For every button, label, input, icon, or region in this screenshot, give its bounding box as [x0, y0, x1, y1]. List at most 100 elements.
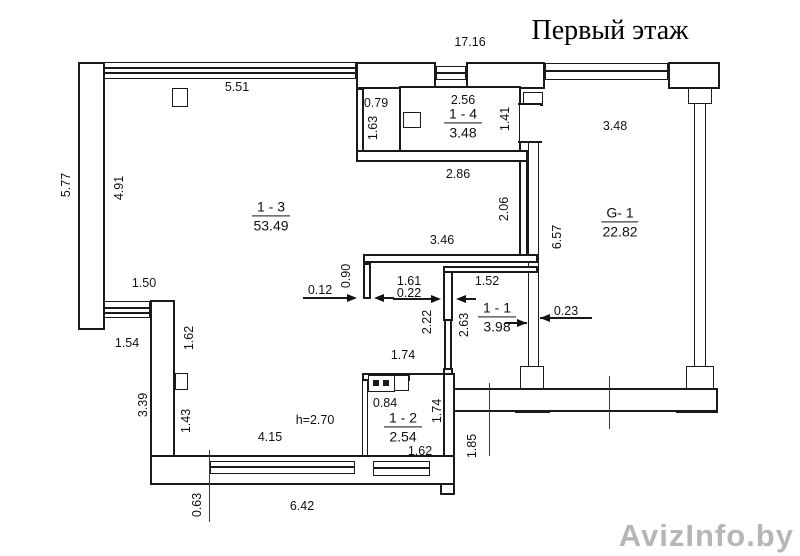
- arrow-right-icon: [517, 319, 527, 327]
- wall-below-1-4: [356, 150, 528, 162]
- window-bottom: [210, 461, 355, 474]
- dim-room12-top: 0.84: [372, 395, 398, 410]
- stove-burner-icon: [373, 380, 379, 386]
- arrow-left-icon: [540, 314, 550, 322]
- dim-niche-height: 1.63: [365, 115, 380, 141]
- arrow-left-icon: [456, 295, 466, 303]
- duct-left-wall: [175, 373, 188, 390]
- door-opening-1-4: [520, 104, 540, 142]
- room-number: G- 1: [601, 204, 639, 223]
- window-pane-line: [105, 312, 149, 314]
- duct-room-1-4: [403, 112, 421, 128]
- dim-g1-left-wall: 6.57: [549, 224, 564, 250]
- dim-room11-top: 1.52: [474, 273, 500, 288]
- dim-line: [464, 298, 476, 300]
- room-label-1-2: 1 - 2 2.54: [383, 409, 423, 445]
- dim-line: [382, 297, 394, 299]
- dim-r13-bottom: 3.46: [429, 232, 455, 247]
- window-top-middle: [436, 66, 466, 80]
- dim-hall-top: 1.61: [396, 273, 422, 288]
- exterior-wall-right: [694, 89, 706, 379]
- arrow-right-icon: [347, 294, 357, 302]
- ceiling-height-note: h=2.70: [295, 412, 335, 427]
- room-area: 2.54: [389, 428, 417, 445]
- window-pane-line: [105, 72, 355, 74]
- dim-line: [540, 317, 592, 319]
- sink-symbol: [394, 375, 409, 391]
- watermark: AvizInfo.by: [618, 518, 794, 553]
- dim-stub-len: 0.90: [338, 263, 353, 289]
- dim-g1-top: 3.48: [602, 118, 628, 133]
- pilaster-bottom-g1: [520, 366, 544, 390]
- g1-bottom-wall: [452, 388, 718, 412]
- room-area: 22.82: [602, 223, 638, 240]
- arrow-right-icon: [431, 295, 441, 303]
- room-1-2-opening-line: [410, 373, 443, 375]
- dim-corner: 0.63: [189, 492, 204, 518]
- stove-symbol: [368, 375, 395, 392]
- door-jamb-line: [444, 321, 446, 368]
- dim-door14: 1.41: [497, 106, 512, 132]
- room-1-3-right-wall: [519, 160, 528, 256]
- top-wall-block: [466, 62, 545, 89]
- dim-r13-right: 2.06: [496, 196, 511, 222]
- room-area: 3.98: [483, 318, 511, 335]
- dim-hall-height: 2.22: [419, 309, 434, 335]
- dim-g1-wall-thick: 0.23: [553, 303, 579, 318]
- window-pane-line: [105, 67, 355, 69]
- dim-top-left-window: 5.51: [224, 79, 250, 94]
- dim-below-window: 1.54: [114, 335, 140, 350]
- dim-hall-bottom: 1.74: [390, 347, 416, 362]
- room-area: 53.49: [253, 217, 289, 234]
- column-top-left: [172, 88, 188, 107]
- window-pane-line: [374, 467, 429, 469]
- room-label-1-1: 1 - 1 3.98: [477, 299, 517, 335]
- room-area: 3.48: [449, 124, 477, 141]
- window-pane-line: [546, 70, 667, 72]
- dim-total-width: 17.16: [454, 34, 486, 49]
- dim-porch: 1.85: [464, 433, 479, 459]
- dim-room12-right: 1.74: [429, 398, 444, 424]
- window-left: [104, 301, 150, 318]
- room-number: 1 - 2: [383, 409, 423, 428]
- dimension-tick: [209, 450, 210, 522]
- page-title: Первый этаж: [531, 15, 689, 46]
- dim-room11-left: 2.63: [456, 312, 471, 338]
- room-label-1-3: 1 - 3 53.49: [251, 198, 291, 234]
- room-number: 1 - 3: [251, 198, 291, 217]
- dim-left-outer: 5.77: [58, 172, 73, 198]
- dim-stub-thick: 0.12: [307, 282, 333, 297]
- window-pane-line: [437, 72, 465, 74]
- room-1-1-left-wall-upper: [443, 271, 453, 321]
- room-1-1-top-wall: [443, 266, 538, 273]
- dim-line: [505, 322, 527, 324]
- window-pane-line: [211, 466, 354, 468]
- room-number: 1 - 4: [443, 105, 483, 124]
- hall-stub-wall: [363, 263, 371, 299]
- dimension-tick: [609, 376, 610, 429]
- dim-col-wall: 3.39: [135, 392, 150, 418]
- exterior-wall-left: [78, 62, 105, 330]
- room-label-1-4: 1 - 4 3.48: [443, 105, 483, 141]
- top-wall-block: [356, 62, 436, 89]
- door-jamb-line: [450, 321, 452, 368]
- door-jamb-line: [518, 141, 542, 143]
- dim-room12-bottom: 1.62: [407, 443, 433, 458]
- dim-bottom-window: 6.42: [289, 498, 315, 513]
- top-wall-block: [668, 62, 720, 89]
- window-top-left: [104, 62, 356, 79]
- dim-col-inner: 1.43: [178, 408, 193, 434]
- dim-left-inner: 4.91: [111, 175, 126, 201]
- window-bottom-small: [373, 461, 430, 476]
- pilaster-top-right: [688, 88, 712, 104]
- dim-room14-width: 2.56: [450, 92, 476, 107]
- dimension-tick: [489, 383, 490, 456]
- dim-left-room-bottom: 4.15: [257, 429, 283, 444]
- window-top-right: [545, 63, 668, 80]
- dim-line: [393, 298, 437, 300]
- stove-burner-icon: [383, 380, 389, 386]
- dim-below14: 2.86: [445, 166, 471, 181]
- left-column-wall: [150, 300, 175, 457]
- dim-niche-width: 0.79: [363, 95, 389, 110]
- window-pane-line: [105, 307, 149, 309]
